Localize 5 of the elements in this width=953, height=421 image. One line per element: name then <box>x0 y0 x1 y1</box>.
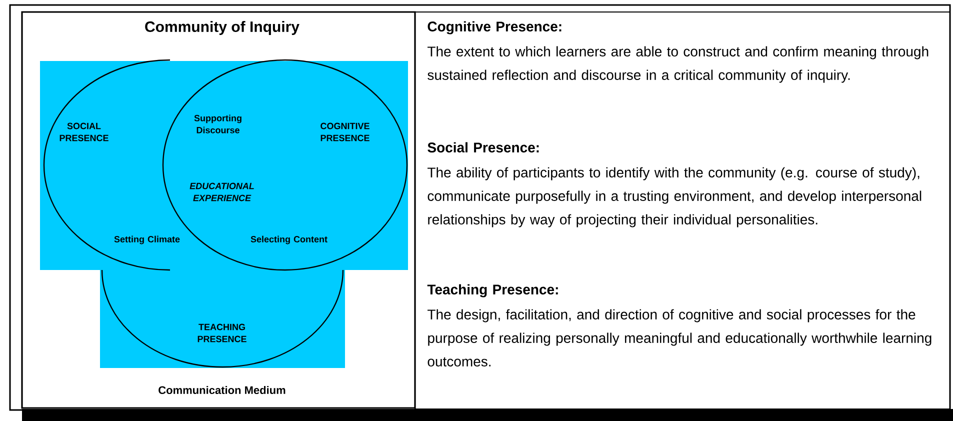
region-label: EDUCATIONAL EXPERIENCE <box>190 182 254 202</box>
description-panel: Cognitive Presence: The extent to which learners are able to construct and confirm meaning through sustained reflection and discourse in a critical community of inquiry. Social Presence: The ability of participants to identify with the community (e.g. course of study), communicate purposefully in a trusting environment, and develop interpersonal relationships by way of projecting their individual personalities. Teaching Presence: The design, facilitation, and direction of cognitive and social processes for the purpose of realizing personally meaningful and educationally worthwhile learning outcomes. <box>414 12 950 410</box>
region-label: Supporting Discourse <box>194 114 242 134</box>
region-label: Setting Climate <box>114 236 180 244</box>
region-label: Selecting Content <box>250 236 328 244</box>
